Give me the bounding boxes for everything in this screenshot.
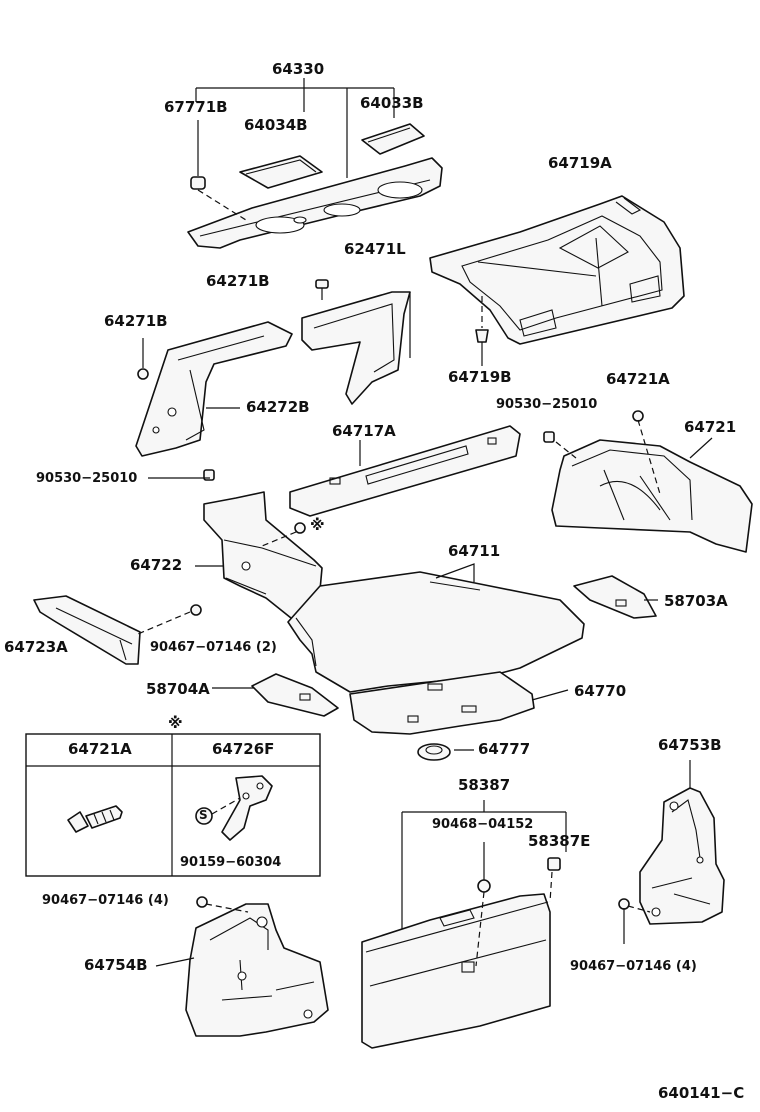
label-64330: 64330 [272,60,325,78]
label-64719B: 64719B [448,368,512,386]
note-table [25,733,321,877]
clip-64719B [475,296,489,366]
label-64723A: 64723A [4,638,68,656]
quarter-panel-64753B [618,760,725,944]
label-64271B-left: 64271B [104,312,168,330]
label-64033B: 64033B [360,94,424,112]
clip-67771B [190,120,247,221]
note-col-64721A: 64721A [68,740,132,758]
bolt-64721A-detail [67,805,123,833]
diagram-code: 640141−C [658,1084,745,1102]
label-62471L: 62471L [344,240,406,258]
bracket-64726F-detail [195,775,273,841]
sill-plate-64717A [289,425,521,517]
label-64777: 64777 [478,740,531,758]
plug-64777 [417,743,451,761]
cover-58703A [573,575,657,619]
trunk-mat-64711 [287,571,585,693]
quarter-panel-64754B [155,896,329,1037]
label-64034B: 64034B [244,116,308,134]
label-90530-25010-right: 90530−25010 [496,397,598,412]
speaker-cover-64034B [239,155,323,189]
package-tray-bracket [195,78,395,178]
note-marker: ※ [168,714,183,732]
label-64753B: 64753B [658,736,722,754]
label-58703A: 58703A [664,592,728,610]
label-90468-04152: 90468−04152 [432,817,534,832]
label-58387: 58387 [458,776,511,794]
speaker-cover-64033B [361,123,425,155]
label-58704A: 58704A [146,680,210,698]
label-64722: 64722 [130,556,183,574]
s-mark: S [199,808,208,822]
cover-58704A [251,673,339,717]
package-tray-64330 [187,157,443,249]
label-64272B: 64272B [246,398,310,416]
note-col-64726F: 64726F [212,740,275,758]
label-58387E: 58387E [528,832,591,850]
label-90530-25010-left: 90530−25010 [36,471,138,486]
back-panel-trim-64719A [429,195,685,345]
label-64721: 64721 [684,418,737,436]
label-64717A: 64717A [332,422,396,440]
label-90467-07146-2: 90467−07146 (2) [150,640,277,655]
label-90159-60304: 90159−60304 [180,855,282,870]
label-64754B: 64754B [84,956,148,974]
label-90467-07146-4-right: 90467−07146 (4) [570,959,697,974]
label-67771B: 67771B [164,98,228,116]
label-90467-07146-4-left: 90467−07146 (4) [42,893,169,908]
back-panel-58387 [361,842,561,1049]
label-64721A: 64721A [606,370,670,388]
roof-side-trim-62471L [301,279,411,405]
bracket-58387 [401,800,567,944]
leader-lines [148,292,658,751]
label-64711: 64711 [448,542,501,560]
label-64719A: 64719A [548,154,612,172]
side-trim-64272B [135,321,293,457]
label-64770: 64770 [574,682,627,700]
note-marker-small: ※ [310,516,325,534]
trim-cover-64723A [33,595,202,665]
label-64271B-top: 64271B [206,272,270,290]
trunk-side-trim-64721 [543,410,753,553]
trunk-mat-64770 [349,671,535,735]
